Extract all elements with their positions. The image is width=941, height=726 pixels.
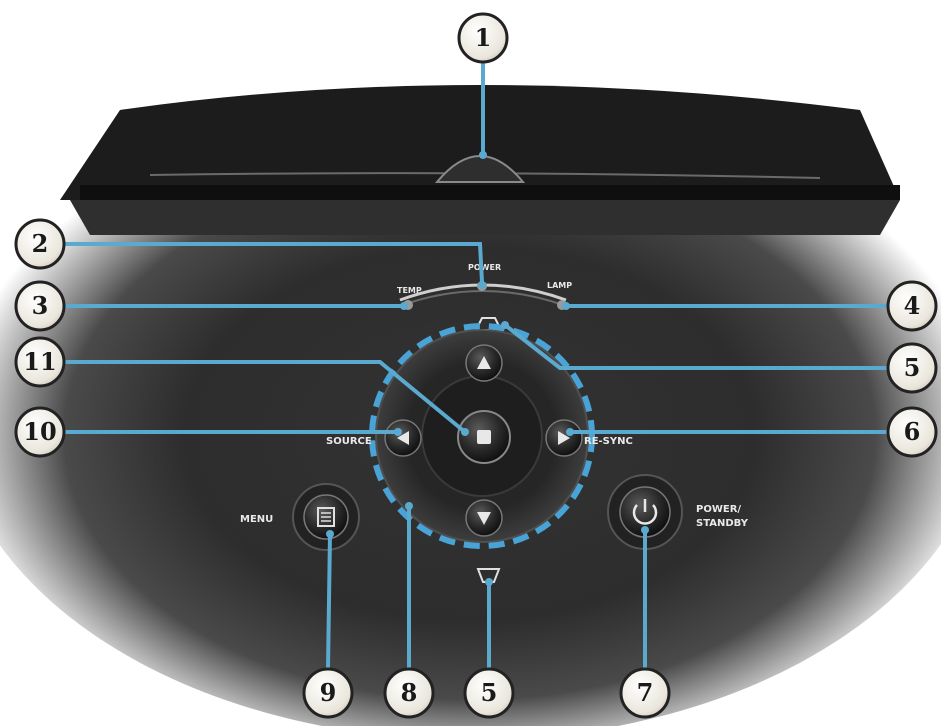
power-standby-label-line2: STANDBY — [696, 518, 749, 529]
housing-bevel — [70, 200, 900, 235]
svg-text:9: 9 — [320, 678, 337, 707]
menu-label: MENU — [240, 514, 273, 525]
stop-square-icon — [477, 430, 491, 444]
power-standby-label-line1: POWER/ — [696, 504, 741, 515]
svg-text:7: 7 — [637, 678, 654, 707]
callout-5-upper: 5 — [888, 344, 936, 392]
source-left-button[interactable] — [385, 420, 421, 456]
svg-text:8: 8 — [401, 678, 418, 707]
svg-text:10: 10 — [23, 417, 56, 446]
callout-1: 1 — [459, 14, 507, 62]
callout-9: 9 — [304, 669, 352, 717]
svg-text:3: 3 — [32, 291, 49, 320]
svg-text:11: 11 — [23, 347, 56, 376]
callout-4: 4 — [888, 282, 936, 330]
callout-8: 8 — [385, 669, 433, 717]
svg-text:6: 6 — [904, 417, 921, 446]
resync-label: RE-SYNC — [584, 436, 633, 447]
resync-right-button[interactable] — [546, 420, 582, 456]
source-label: SOURCE — [326, 436, 372, 447]
callout-2: 2 — [16, 220, 64, 268]
callout-3: 3 — [16, 282, 64, 330]
power-label: POWER — [468, 263, 501, 272]
callout-11: 11 — [16, 338, 64, 386]
svg-text:4: 4 — [904, 291, 921, 320]
svg-text:2: 2 — [32, 229, 49, 258]
enter-center-button[interactable] — [458, 411, 510, 463]
callout-10: 10 — [16, 408, 64, 456]
callout-7: 7 — [621, 669, 669, 717]
menu-button[interactable] — [293, 484, 359, 550]
up-button[interactable] — [466, 345, 502, 381]
callout-5-lower: 5 — [465, 669, 513, 717]
lamp-label: LAMP — [547, 281, 572, 290]
temp-label: TEMP — [397, 286, 422, 295]
callout-6: 6 — [888, 408, 936, 456]
svg-text:5: 5 — [904, 353, 921, 382]
svg-text:5: 5 — [481, 678, 498, 707]
svg-text:1: 1 — [475, 23, 492, 52]
down-button[interactable] — [466, 500, 502, 536]
